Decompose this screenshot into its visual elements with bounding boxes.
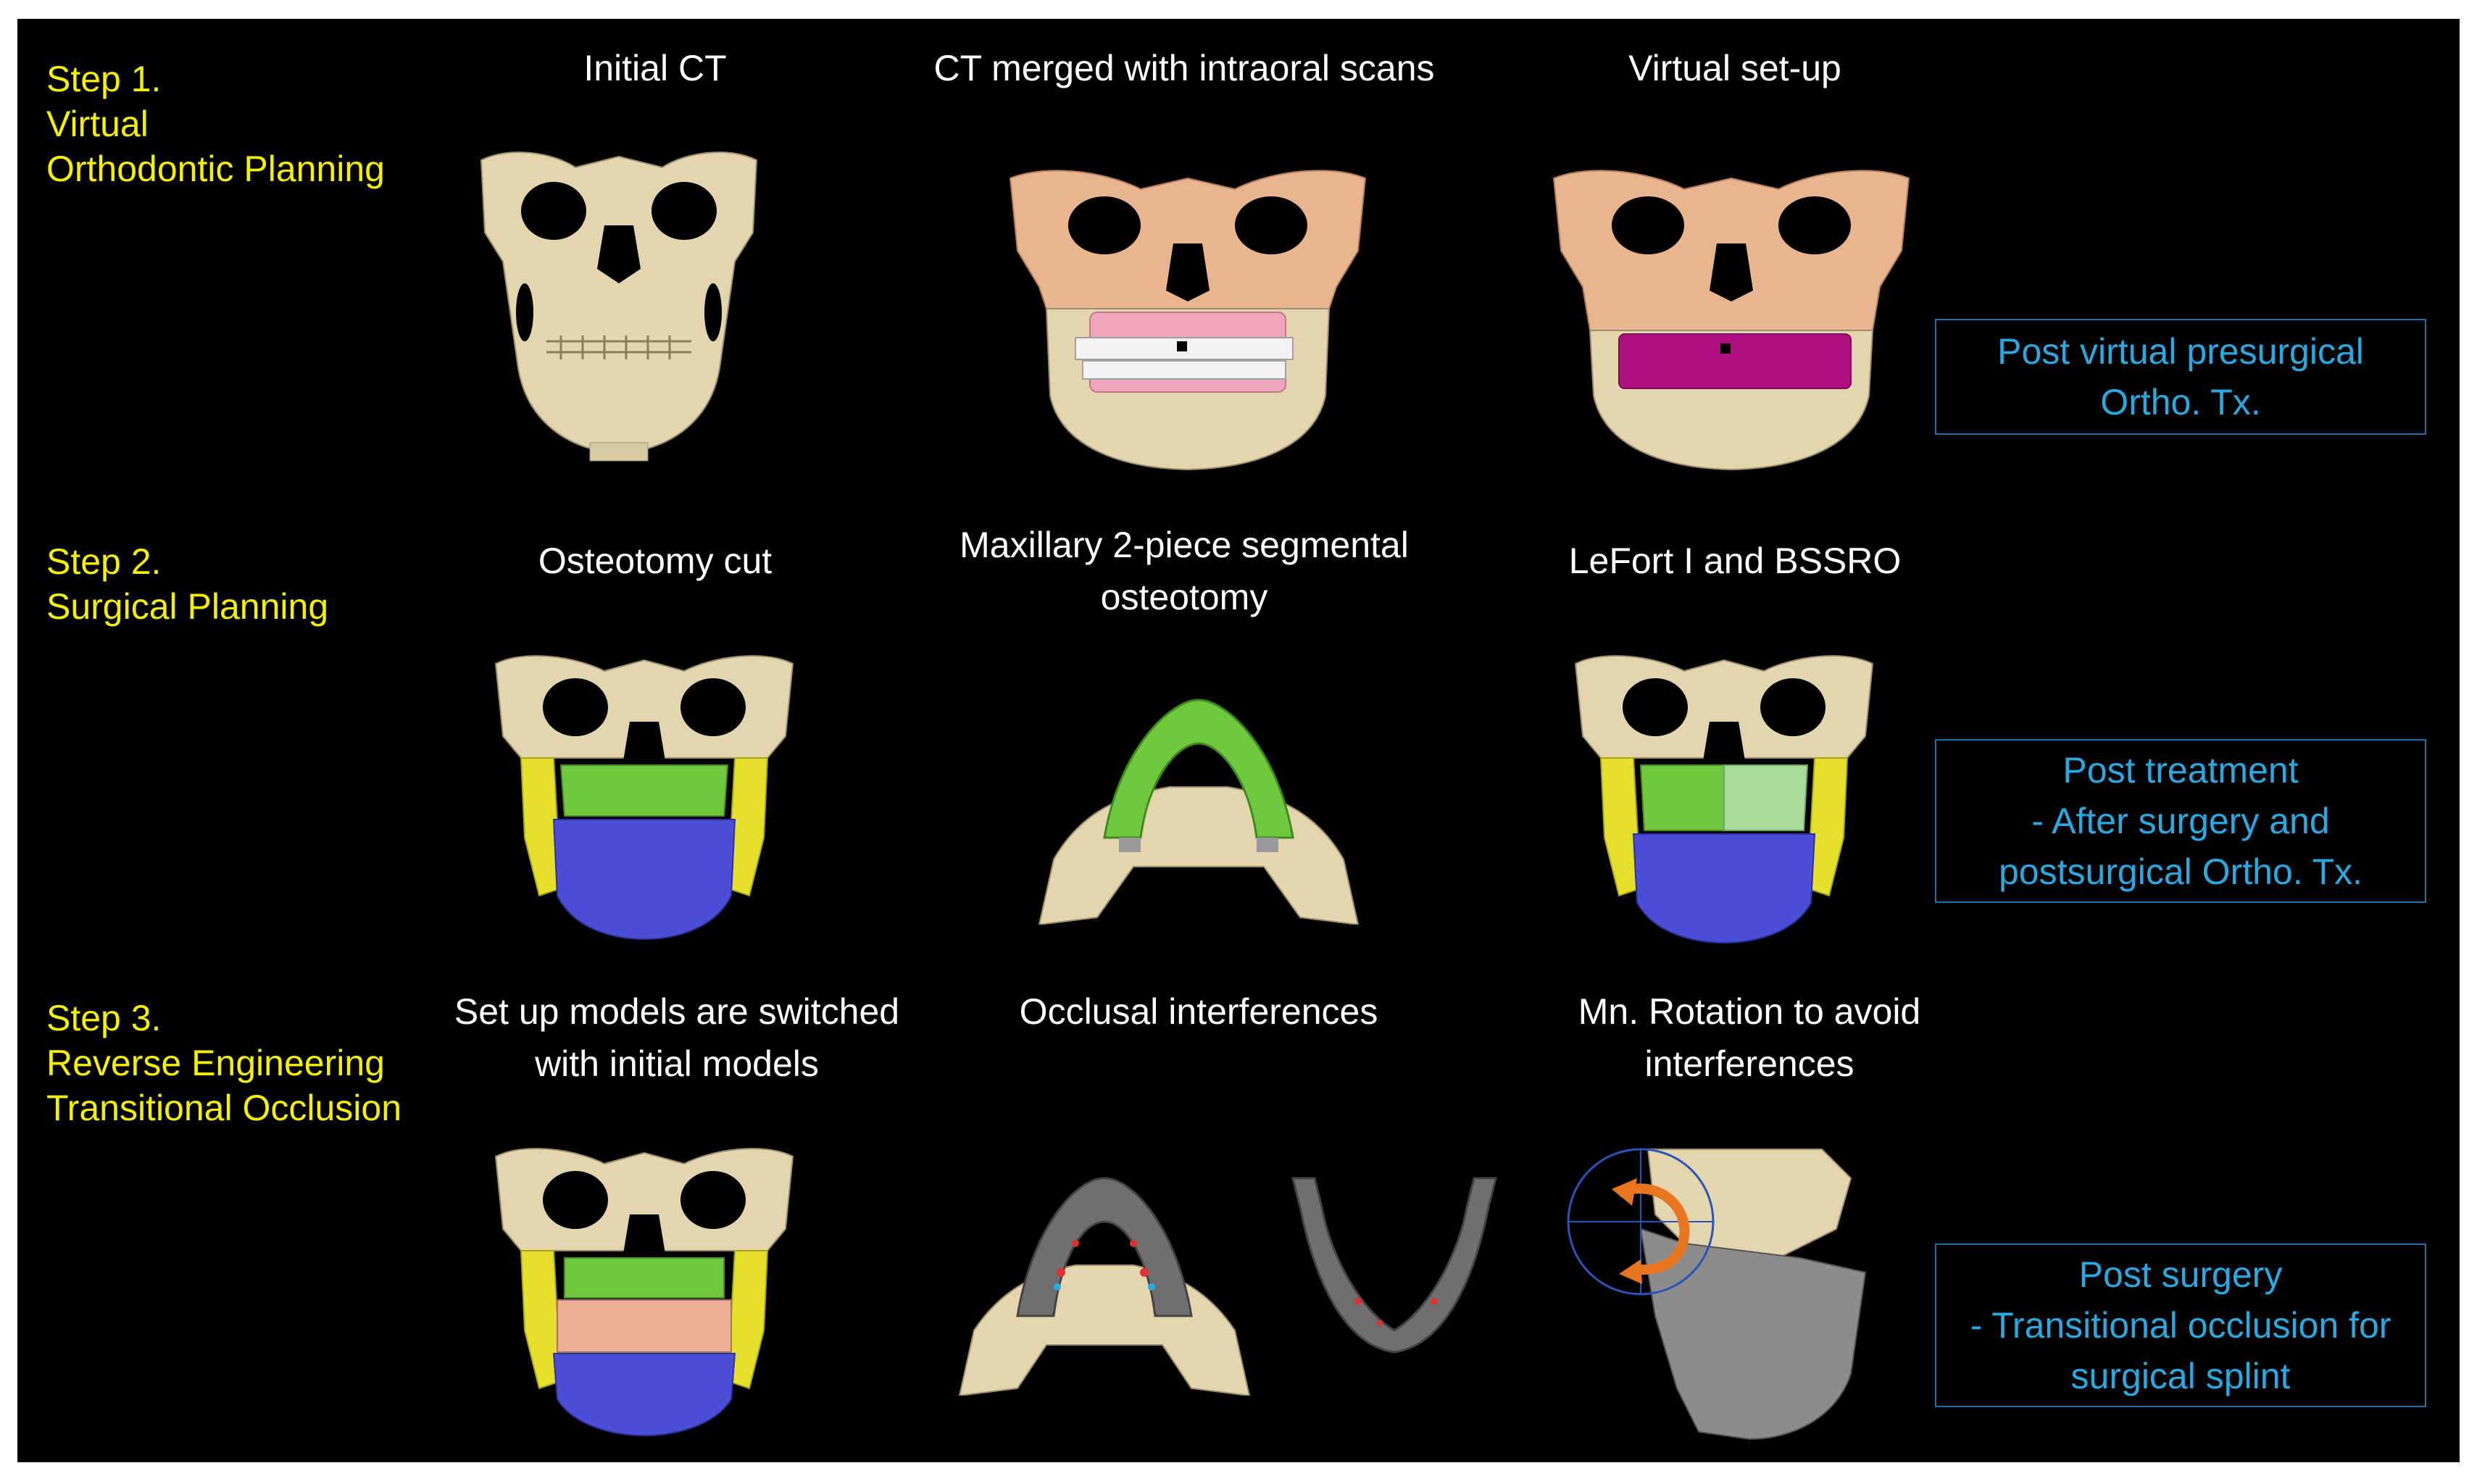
caption-mn-rotation: Mn. Rotation to avoid interferences — [1578, 991, 1921, 1084]
note-box-step-2: Post treatment - After surgery and posts… — [1935, 739, 2426, 903]
step-1-label: Step 1. Virtual Orthodontic Planning — [46, 59, 385, 189]
mandible-rotation-icon — [1561, 1135, 1894, 1446]
occlusal-interference-models-icon — [952, 1164, 1503, 1396]
caption-initial-ct: Initial CT — [583, 48, 727, 88]
caption-maxillary-segmental: Maxillary 2-piece segmental osteotomy — [959, 525, 1409, 617]
caption-osteotomy-cut: Osteotomy cut — [538, 541, 773, 581]
skull-orange-pink-teeth-icon — [996, 164, 1380, 475]
caption-ct-merged: CT merged with intraoral scans — [933, 48, 1435, 88]
note-box-step-1: Post virtual presurgical Ortho. Tx. — [1935, 319, 2426, 435]
caption-switched-models: Set up models are switched with initial … — [454, 991, 900, 1084]
maxilla-segmental-icon — [1025, 685, 1373, 925]
skull-front-icon — [467, 146, 771, 464]
caption-virtual-setup: Virtual set-up — [1628, 48, 1841, 88]
note-box-step-3: Post surgery - Transitional occlusion fo… — [1935, 1243, 2426, 1407]
caption-occlusal-interferences: Occlusal interferences — [1019, 991, 1378, 1032]
step-3-label: Step 3. Reverse Engineering Transitional… — [46, 998, 402, 1128]
skull-lefort-bssro-icon — [1561, 649, 1887, 946]
step-2-label: Step 2. Surgical Planning — [46, 541, 329, 627]
caption-lefort-bssro: LeFort I and BSSRO — [1568, 541, 1902, 581]
skull-switched-models-icon — [481, 1142, 807, 1439]
figure-canvas: Step 1. Virtual Orthodontic Planning Ste… — [17, 19, 2460, 1462]
skull-orange-magenta-teeth-icon — [1539, 164, 1923, 475]
skull-osteotomy-icon — [481, 649, 807, 946]
